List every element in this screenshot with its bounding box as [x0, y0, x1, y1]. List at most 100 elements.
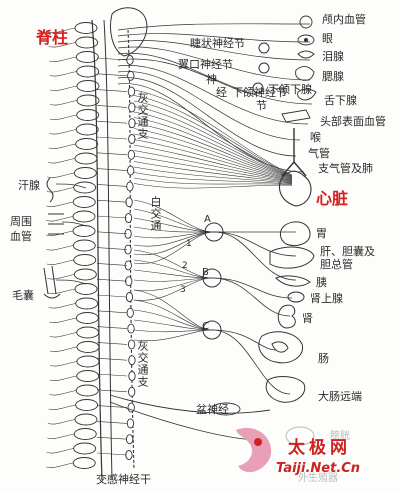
vertebra-segment [76, 370, 100, 382]
cranial-ganglion [258, 42, 270, 54]
logo-dot [254, 438, 262, 446]
splanchnic-fiber [133, 231, 215, 239]
label-lacrimal-gland: 泪腺 [322, 50, 344, 63]
vertebra-segment [75, 123, 99, 136]
spinal-nerve-root [47, 288, 76, 294]
cranial-fiber [117, 83, 305, 173]
cranial-fiber [117, 71, 301, 141]
cranial-ganglion [252, 82, 264, 94]
chain-ganglion [127, 165, 135, 176]
label-gray-rami-lower: 灰交通支 [136, 340, 149, 388]
vertebra-segment [72, 196, 96, 208]
cardiac-fiber [133, 128, 293, 180]
chain-ganglion [126, 55, 134, 65]
vertebra-segment [73, 254, 97, 266]
cardiac-fiber [133, 161, 293, 184]
cardiac-fiber [133, 177, 293, 185]
spinal-nerve-root [49, 71, 77, 77]
cranial-fiber [117, 77, 297, 157]
label-distal-colon: 大肠远端 [318, 390, 362, 403]
label-hair-follicle: 毛囊 [12, 289, 34, 302]
ganglia [202, 42, 270, 416]
spinal-nerve-root [49, 129, 77, 135]
spinal-nerve-root [47, 172, 75, 178]
chain-ganglion [125, 292, 134, 302]
spinal-nerve-root [47, 27, 76, 33]
cardiac-fiber [133, 183, 293, 189]
label-gray-rami-upper: 灰交通支 [136, 92, 149, 140]
vertebra-segment [75, 138, 99, 150]
chain-ganglion [127, 86, 136, 97]
label-white-rami: 白交通 [149, 196, 162, 232]
label-eye: 眼 [322, 32, 333, 45]
cranial-fiber [117, 46, 311, 81]
cardiac-fiber [133, 144, 293, 182]
spinal-nerve-root [49, 332, 77, 338]
chain-ganglion [126, 434, 134, 445]
vertebra-segment [75, 36, 99, 49]
nerve-fibers [55, 23, 313, 441]
label-stomach: 胃 [316, 227, 327, 240]
splanchnic-fiber [133, 231, 215, 264]
intracranial-vessel-icon [299, 15, 313, 29]
splanchnic-fiber [133, 199, 215, 233]
fiber-1-label: 1 [186, 239, 192, 249]
label-adrenal-gland: 肾上腺 [310, 292, 343, 305]
visceral-fiber [211, 329, 291, 395]
adrenal-gland-icon [287, 291, 305, 303]
spinal-nerve-root [48, 303, 76, 309]
taiji-logo [236, 427, 272, 473]
vertebra-segment [76, 341, 100, 353]
label-sympathetic-trunk: 交感神经干 [96, 473, 151, 486]
sympathetic-trunk [96, 29, 136, 471]
spinal-nerve-root [49, 100, 78, 106]
label-shen: 神 [206, 73, 217, 86]
spinal-nerve-root [45, 230, 74, 236]
node-b-label: B [202, 267, 209, 278]
cranial-ganglion [258, 62, 270, 74]
visceral-fiber [211, 277, 293, 299]
chain-ganglion [127, 402, 135, 413]
watermark-url: Taiji.Net.Cn [276, 461, 361, 476]
head-vessel-icon [281, 109, 311, 123]
label-pelvic-nerve: 盆神经 [196, 403, 229, 416]
label-parotid-gland: 腮腺 [322, 70, 344, 83]
cranial-fiber [117, 23, 311, 31]
spinal-column [45, 7, 148, 481]
ramus-link [96, 452, 128, 456]
cranial-fiber [117, 64, 309, 125]
splanchnic-fiber [133, 249, 213, 279]
liver-icon [269, 246, 315, 269]
vertebra-segment [72, 210, 96, 223]
vertebra-segment [75, 297, 99, 310]
spinal-nerve-root [49, 317, 77, 323]
ramus-link [96, 73, 128, 77]
cardiac-fiber [133, 111, 293, 178]
vertebra-segment [72, 239, 96, 252]
spinal-nerve-root [46, 245, 74, 251]
cardiac-fiber [133, 133, 293, 181]
ramus-link [96, 278, 128, 282]
label-intracranial-vessels: 颅内血管 [322, 13, 366, 26]
vertebra-segment [73, 428, 97, 440]
ramus-link [96, 342, 128, 345]
cardiac-fiber [133, 95, 293, 176]
cranial-fiber [117, 40, 311, 61]
vertebra-segment [74, 152, 98, 165]
cranial-fiber [117, 33, 311, 43]
vertebra-segment [75, 384, 99, 397]
pancreas-icon [275, 275, 311, 287]
vertebra-segment [75, 399, 99, 411]
ramus-link [96, 373, 128, 377]
spinal-nerve-root [46, 448, 74, 454]
spinal-nerve-root [49, 114, 77, 120]
node-c-label: C [202, 321, 209, 332]
sublingual-gland-icon [297, 88, 317, 101]
ramus-link [96, 436, 128, 440]
spinal-nerve-root [48, 143, 76, 149]
splanchnic-fiber [133, 329, 213, 333]
spinal-nerve-root [47, 274, 75, 280]
pelvic-nerve-fiber [109, 394, 271, 414]
vertebra-segment [76, 109, 100, 121]
ramus-link [96, 357, 128, 361]
